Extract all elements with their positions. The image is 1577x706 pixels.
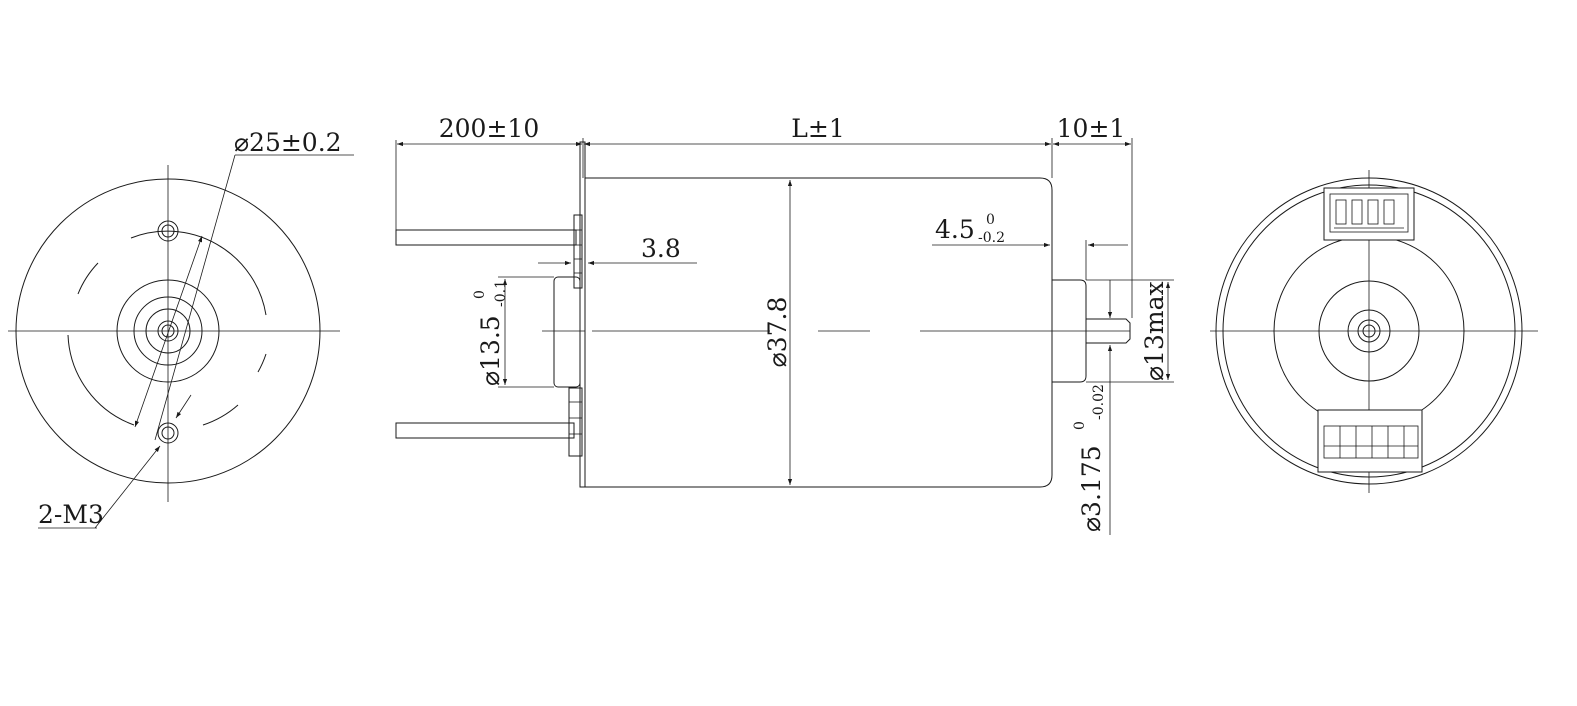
rear-connector-bottom	[1317, 409, 1423, 473]
front-inner-arcs	[67, 230, 267, 426]
motor-body	[585, 177, 1053, 488]
boss-tol-upper: 0	[472, 290, 488, 299]
lead-wire-bottom	[395, 422, 575, 439]
boss-diameter-base: ⌀13.5	[476, 315, 505, 386]
boss-tol-lower: -0.1	[493, 280, 509, 307]
thread-leader-short	[175, 394, 192, 419]
lead-wire-top	[395, 229, 577, 246]
body-diameter-label: ⌀37.8	[763, 297, 792, 368]
bolt-circle-label: ⌀25±0.2	[234, 128, 342, 157]
lead-length-label: 200±10	[439, 114, 539, 143]
boss-diameter-label: ⌀13.5	[476, 315, 505, 386]
shaft-diameter-base: ⌀3.175	[1077, 445, 1106, 532]
rear-connector-top	[1323, 187, 1415, 241]
rear-housing-outer	[1215, 177, 1523, 485]
front-view: ⌀25±0.2 2-M3	[8, 128, 354, 529]
thread-label: 2-M3	[38, 500, 104, 529]
rear-shaft	[1357, 319, 1381, 343]
rear-boss	[553, 276, 581, 388]
body-length-label: L±1	[791, 114, 844, 143]
thread-leader	[94, 445, 161, 529]
flange-offset-label: 3.8	[641, 234, 681, 263]
bearing-diameter-label: ⌀13max	[1140, 281, 1169, 381]
step-length-base: 4.5	[935, 215, 975, 244]
front-housing-outline	[15, 178, 321, 484]
rear-view	[1210, 170, 1538, 493]
bolt-circle-dim-line	[134, 235, 203, 428]
bearing-housing	[1052, 279, 1087, 383]
step-tol-lower: -0.2	[978, 230, 1005, 246]
shaft-tol-upper: 0	[1072, 421, 1088, 430]
step-tol-upper: 0	[986, 212, 995, 228]
rear-bore	[1362, 324, 1376, 338]
back-connectors	[568, 214, 583, 457]
side-view: 200±10 L±1 10±1 3.8 ⌀37.8 ⌀13.5 0 -0.1 4…	[395, 114, 1174, 535]
rear-ring-mid	[1318, 280, 1420, 382]
shaft-tol-lower: -0.02	[1091, 384, 1107, 420]
shaft	[1086, 318, 1131, 344]
shaft-length-label: 10±1	[1057, 114, 1126, 143]
rear-housing-inner	[1222, 184, 1516, 478]
rear-boss	[1347, 309, 1391, 353]
